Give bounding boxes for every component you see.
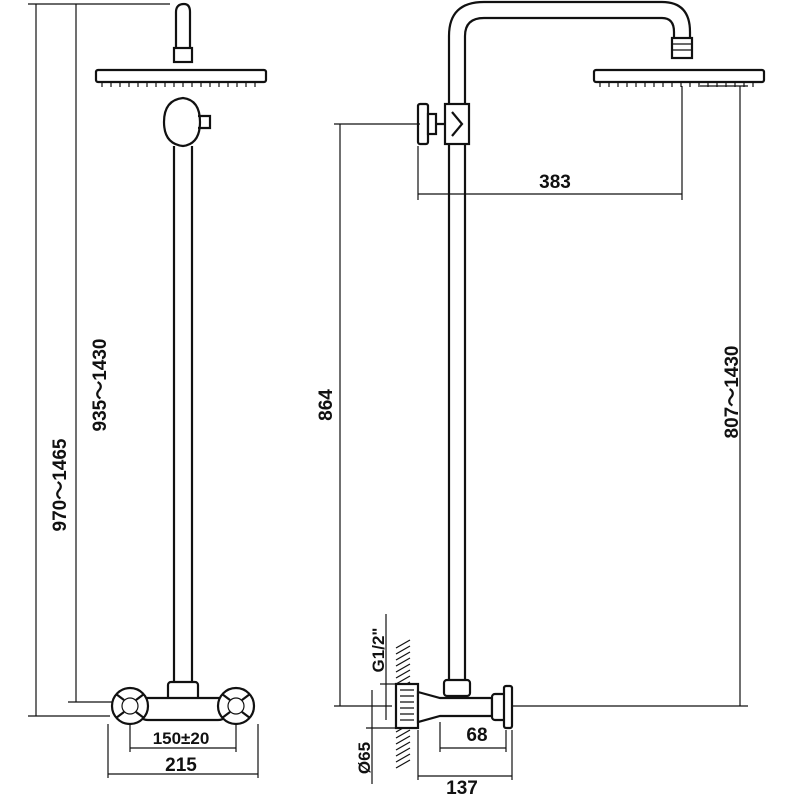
front-center-spacing-label: 150±20 [153, 729, 210, 748]
hatch-line [395, 729, 411, 739]
front-total-width-label: 215 [165, 755, 197, 776]
hatch-line [395, 759, 411, 769]
side-shower-head [592, 68, 766, 84]
side-shower-nozzles [599, 82, 754, 87]
hatch-line [395, 735, 411, 745]
hatch-line [395, 657, 411, 667]
front-right-handle [216, 686, 256, 726]
front-left-handle [110, 686, 150, 726]
side-arm-reach-label: 383 [539, 172, 571, 193]
side-arm-height-label: 864 [316, 389, 337, 421]
front-shower-head [94, 68, 268, 84]
hatch-line [395, 639, 411, 649]
hatch-line [395, 747, 411, 757]
side-head-height-label: 807～1430 [722, 346, 743, 439]
hatch-line [395, 669, 411, 679]
front-dimension-lines [28, 3, 259, 778]
hatch-line [395, 753, 411, 763]
front-shower-nozzles [101, 82, 256, 87]
side-total-depth-label: 137 [446, 778, 478, 799]
front-riser-top [174, 2, 192, 50]
hatch-line [395, 741, 411, 751]
front-diverter-handle [198, 114, 212, 130]
side-view [394, 0, 766, 769]
front-mixer-body [138, 696, 228, 722]
hatch-line [395, 645, 411, 655]
side-thread-label: G1/2" [369, 628, 388, 673]
side-arm-bend [447, 0, 692, 40]
side-head-collar [670, 36, 694, 60]
side-dimension-lines [334, 85, 748, 784]
hatch-line [395, 675, 411, 685]
front-diverter [162, 96, 202, 148]
front-riser-collar [172, 46, 194, 64]
front-total-height-label: 970～1465 [50, 438, 71, 531]
side-outlet-depth-label: 68 [466, 725, 487, 746]
hatch-line [395, 663, 411, 673]
side-riser-collar [442, 678, 472, 698]
front-view [94, 2, 268, 726]
hatch-line [395, 651, 411, 661]
side-wall-dia-label: Ø65 [355, 742, 374, 774]
side-diverter-body [443, 102, 471, 146]
front-pipe-height-label: 935～1430 [90, 339, 111, 432]
